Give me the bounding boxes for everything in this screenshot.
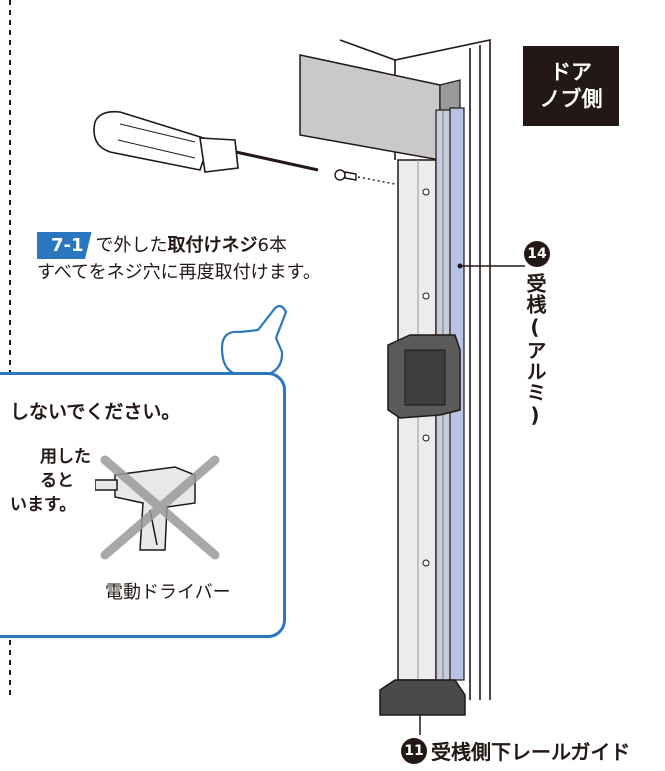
warning-body: 用した ると います。 [10, 445, 180, 517]
part14-label: 14 受桟(アルミ) [523, 240, 558, 432]
part11-text: 受桟側下レールガイド [431, 740, 631, 764]
instruction-part2: 6本 [257, 235, 287, 256]
side-badge-line1: ドア [550, 60, 592, 84]
pointing-hand-icon [220, 304, 288, 378]
part11-number-badge: 11 [401, 737, 427, 764]
drill-caption: 電動ドライバー [105, 582, 231, 603]
warning-body-line2: ると [40, 471, 74, 491]
step-badge: 7-1 [37, 232, 92, 259]
bottom-rail-guide [379, 679, 466, 735]
door-knob-side-badge: ドア ノブ側 [523, 46, 619, 126]
part11-label: 11 受桟側下レールガイド [401, 736, 630, 765]
screw-drawing [334, 169, 396, 185]
side-badge-line2: ノブ側 [539, 87, 603, 111]
instruction-part1: で外した [95, 235, 168, 256]
warning-body-line3: います。 [10, 495, 77, 515]
screwdriver-drawing [93, 110, 319, 173]
warning-title: しないでください。 [10, 401, 181, 423]
part14-number-badge: 14 [524, 241, 550, 267]
warning-body-line1: 用した [40, 447, 91, 467]
crossed-drill-icon [95, 455, 220, 560]
instruction-bold: 取付けネジ [167, 235, 258, 256]
rail-bracket [387, 334, 461, 419]
part14-text: 受桟(アルミ) [523, 273, 547, 428]
instruction-line2: すべてをネジ穴に再度取付けます。 [37, 262, 321, 283]
